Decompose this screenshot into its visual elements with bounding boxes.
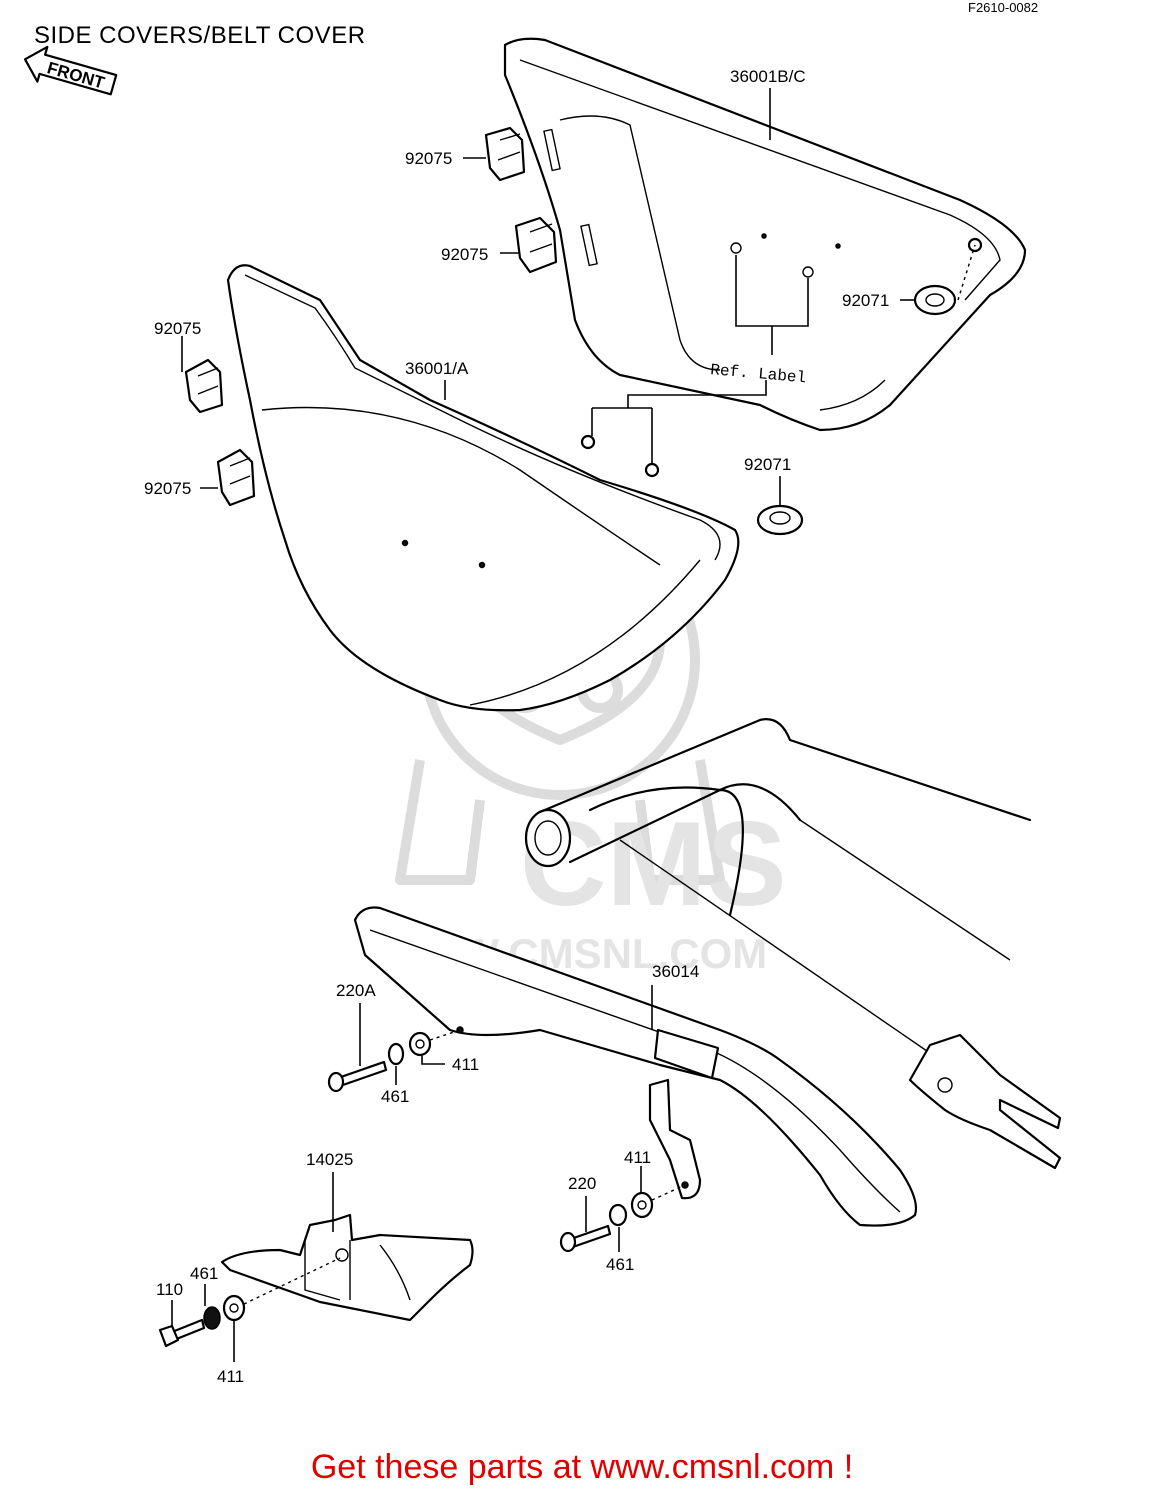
callout-411-c: 411 <box>217 1367 244 1386</box>
washer-411-a <box>408 1031 432 1057</box>
leader-lines <box>171 88 915 1362</box>
front-arrow-icon: FRONT <box>23 45 118 96</box>
figure-code: F2610-0082 <box>968 0 1039 15</box>
callout-92071-a: 92071 <box>842 291 889 310</box>
callout-461-a: 461 <box>381 1087 409 1106</box>
ref-label-nut-b <box>644 462 660 478</box>
grommet-92075-b <box>514 216 558 274</box>
callout-411-a: 411 <box>452 1055 479 1074</box>
belt-cover-36014 <box>353 906 918 1227</box>
callout-461-c: 461 <box>190 1264 218 1283</box>
callout-92075-b: 92075 <box>441 245 488 264</box>
grommet-92075-a <box>484 126 526 182</box>
callout-92075-d: 92075 <box>144 479 191 498</box>
bolt-220a <box>327 1060 388 1093</box>
callout-14025: 14025 <box>306 1150 353 1169</box>
promo-link[interactable]: Get these parts at www.cmsnl.com ! <box>310 1448 854 1486</box>
callout-461-b: 461 <box>606 1255 634 1274</box>
callout-220a: 220A <box>336 981 376 1000</box>
bolt-220 <box>559 1224 612 1253</box>
callout-92075-c: 92075 <box>154 319 201 338</box>
damper-92071-a <box>913 284 957 316</box>
washer-461-c <box>203 1306 221 1330</box>
callout-36014: 36014 <box>652 962 699 981</box>
callout-92075-a: 92075 <box>405 149 452 168</box>
callout-36001a: 36001/A <box>405 359 469 378</box>
callout-220: 220 <box>568 1174 596 1193</box>
grommet-92075-c <box>184 358 224 414</box>
ref-label-nut-a <box>580 434 596 450</box>
washer-411-b <box>630 1191 654 1219</box>
side-cover-36001a <box>226 264 740 712</box>
washer-411-c <box>222 1294 246 1322</box>
guard-14025 <box>220 1213 474 1322</box>
callout-92071-b: 92071 <box>744 455 791 474</box>
washer-461-b <box>608 1203 628 1227</box>
side-cover-36001bc <box>503 37 1027 432</box>
damper-92071-b <box>756 504 804 536</box>
callout-110: 110 <box>156 1280 183 1299</box>
bolt-110 <box>158 1318 206 1348</box>
washer-461-a <box>387 1042 405 1066</box>
grommet-92075-d <box>216 448 256 507</box>
swing-arm <box>524 718 1062 1170</box>
page-title: SIDE COVERS/BELT COVER <box>34 22 366 49</box>
callout-36001bc: 36001B/C <box>730 67 806 86</box>
callout-411-b: 411 <box>624 1148 651 1167</box>
